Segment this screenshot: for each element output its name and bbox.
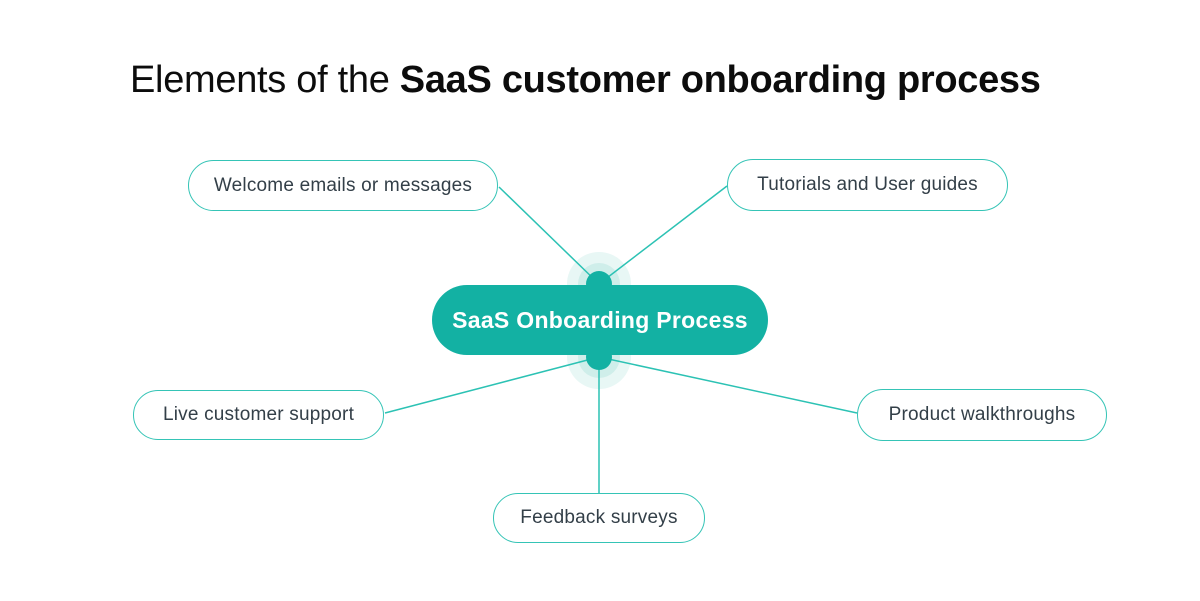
node-feedback-surveys: Feedback surveys [493,493,705,543]
page-title: Elements of the SaaS customer onboarding… [130,57,1041,103]
connector-line-product [598,356,858,414]
node-live-customer-support: Live customer support [133,390,384,440]
page-title-emphasis: SaaS customer onboarding process [399,59,1041,101]
connector-line-tutorials [598,185,728,285]
connector-line-live [384,356,600,414]
node-tutorials-user-guides-label: Tutorials and User guides [757,174,978,195]
node-product-walkthroughs: Product walkthroughs [857,389,1107,441]
center-node-label: SaaS Onboarding Process [452,306,748,333]
node-product-walkthroughs-label: Product walkthroughs [888,404,1076,425]
node-welcome-emails-label: Welcome emails or messages [213,174,473,196]
node-welcome-emails: Welcome emails or messages [188,160,498,211]
node-feedback-surveys-label: Feedback surveys [520,507,678,528]
connector-line-welcome [498,186,600,285]
page-title-prefix: Elements of the [130,59,400,101]
center-node-saas-onboarding-process: SaaS Onboarding Process [432,285,768,355]
node-tutorials-user-guides: Tutorials and User guides [727,159,1008,211]
node-live-customer-support-label: Live customer support [162,404,355,425]
